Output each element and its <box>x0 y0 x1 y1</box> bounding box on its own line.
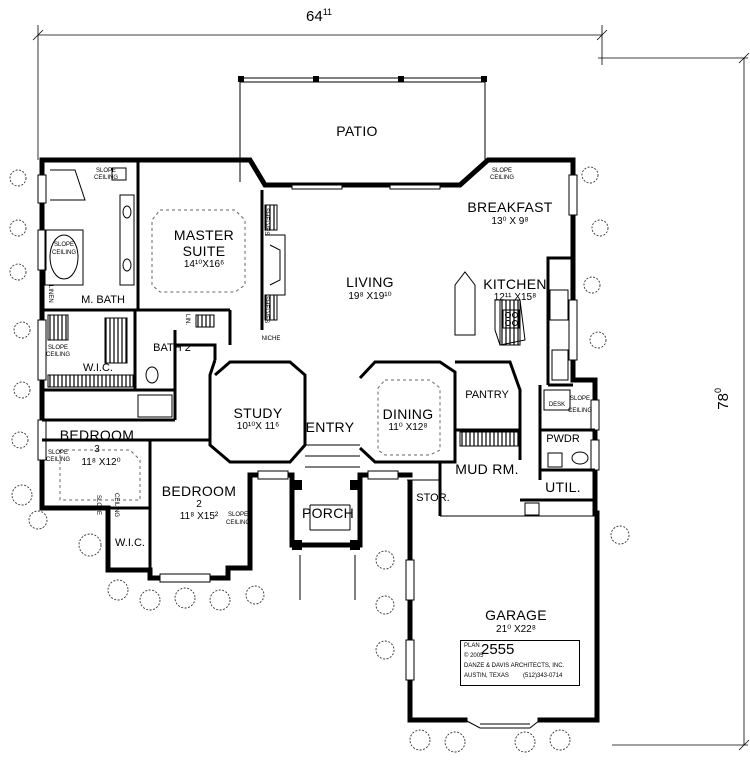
interior-walls <box>42 160 595 578</box>
utility-label: UTIL. <box>545 479 581 495</box>
slope-note-tub: SLOPE <box>53 242 75 248</box>
lin-note: LIN. <box>184 314 190 326</box>
slope-note-wic: SLOPE <box>47 345 69 351</box>
width-dimension: 6411 <box>306 7 333 25</box>
bedroom-3-size: 11⁸ X12⁰ <box>81 457 121 468</box>
shelves-note-lower: SHELVES <box>263 296 269 324</box>
ceiling-note-desk: CEILING <box>567 408 593 414</box>
bedroom-3-label-1: BEDROOM <box>59 427 135 443</box>
depth-dimension-line <box>598 52 750 751</box>
fireplace <box>265 234 286 296</box>
kitchen-size: 12¹¹ X15⁸ <box>493 292 537 303</box>
kitchen-fixtures <box>454 271 569 381</box>
bedroom-2-size: 11⁸ X15² <box>179 511 219 522</box>
porch-label: PORCH <box>301 505 355 521</box>
architects-city: AUSTIN, TEXAS <box>464 673 509 679</box>
depth-dimension: 780 <box>713 388 732 410</box>
architects-name: DANZE & DAVIS ARCHITECTS, INC. <box>464 663 565 669</box>
breakfast-label: BREAKFAST <box>467 199 553 215</box>
landscaping <box>9 166 630 753</box>
master-suite-label-1: MASTER <box>173 227 235 243</box>
patio-outline <box>238 76 487 182</box>
ceiling-note-breakfast: CEILING <box>489 175 515 181</box>
master-bath-fixtures <box>44 167 135 286</box>
bedroom-2-label-2: 2 <box>196 499 202 510</box>
storage-label: STOR. <box>416 492 450 504</box>
dining-size: 11⁰ X12⁸ <box>388 422 428 433</box>
ceiling-outlines <box>59 209 441 501</box>
ceiling-note-mbath: CEILING <box>93 175 119 181</box>
plan-number: 2555 <box>481 641 515 658</box>
architects-phone: (512)343-0714 <box>523 673 563 679</box>
breakfast-size: 13⁰ X 9⁸ <box>491 216 529 227</box>
dining-label: DINING <box>382 406 434 422</box>
living-label: LIVING <box>346 274 394 290</box>
copyright-text: © 2005 <box>464 653 484 659</box>
study-size: 10¹⁰X 11⁶ <box>236 421 280 432</box>
hatched-storage <box>47 204 521 447</box>
slope-note-bedroom-2: SLOPE <box>227 512 249 518</box>
master-suite-size: 14¹⁰X16⁶ <box>183 259 225 270</box>
slope-note-mbath: SLOPE <box>95 168 117 174</box>
ceiling-note-bedroom-3-lower: CEILING <box>113 493 119 518</box>
slope-note-desk: SLOPE <box>569 396 591 402</box>
living-size: 19⁸ X19¹⁰ <box>348 291 392 302</box>
linen-note: LINEN <box>47 285 53 303</box>
slope-note-bedroom-3: SLOPE <box>47 450 69 456</box>
ceiling-note-wic: CEILING <box>45 352 71 358</box>
study-label: STUDY <box>233 405 283 421</box>
ceiling-note-tub: CEILING <box>51 250 77 256</box>
plan-label: PLAN <box>464 643 480 649</box>
slope-note-bedroom-3-lower: SLOPE <box>95 495 101 516</box>
entry-label: ENTRY <box>305 419 355 435</box>
master-wic-label: W.I.C. <box>83 362 113 374</box>
powder-room-label: PWDR <box>546 433 580 445</box>
plan-title-plate: PLAN 2555 © 2005 DANZE & DAVIS ARCHITECT… <box>460 640 580 686</box>
garage-size: 21⁰ X22⁸ <box>496 624 536 635</box>
mud-room-label: MUD RM. <box>455 461 519 477</box>
width-dimension-line <box>32 25 608 160</box>
garage-bay <box>464 719 541 729</box>
pantry-label: PANTRY <box>465 389 509 401</box>
desk-note: DESK <box>548 402 566 408</box>
ceiling-note-bedroom-2: CEILING <box>225 520 251 526</box>
bedroom-2-label-1: BEDROOM <box>161 483 237 499</box>
kitchen-label: KITCHEN <box>483 276 547 292</box>
bedroom-3-label-2: 3 <box>94 444 100 455</box>
porch-structure <box>292 444 360 600</box>
garage-label: GARAGE <box>485 607 547 623</box>
slope-note-breakfast: SLOPE <box>491 168 513 174</box>
bath-2-label: BATH 2 <box>153 342 191 354</box>
master-bath-label: M. BATH <box>81 294 125 306</box>
misc-fixtures <box>137 366 589 516</box>
shelves-note-upper: SHELVES <box>263 208 269 236</box>
patio-label: PATIO <box>336 123 378 139</box>
ceiling-note-bedroom-3: CEILING <box>45 457 71 463</box>
master-suite-label-2: SUITE <box>182 243 226 259</box>
bedroom-2-wic-label: W.I.C. <box>115 537 145 549</box>
niche-note: NICHE <box>261 336 281 342</box>
